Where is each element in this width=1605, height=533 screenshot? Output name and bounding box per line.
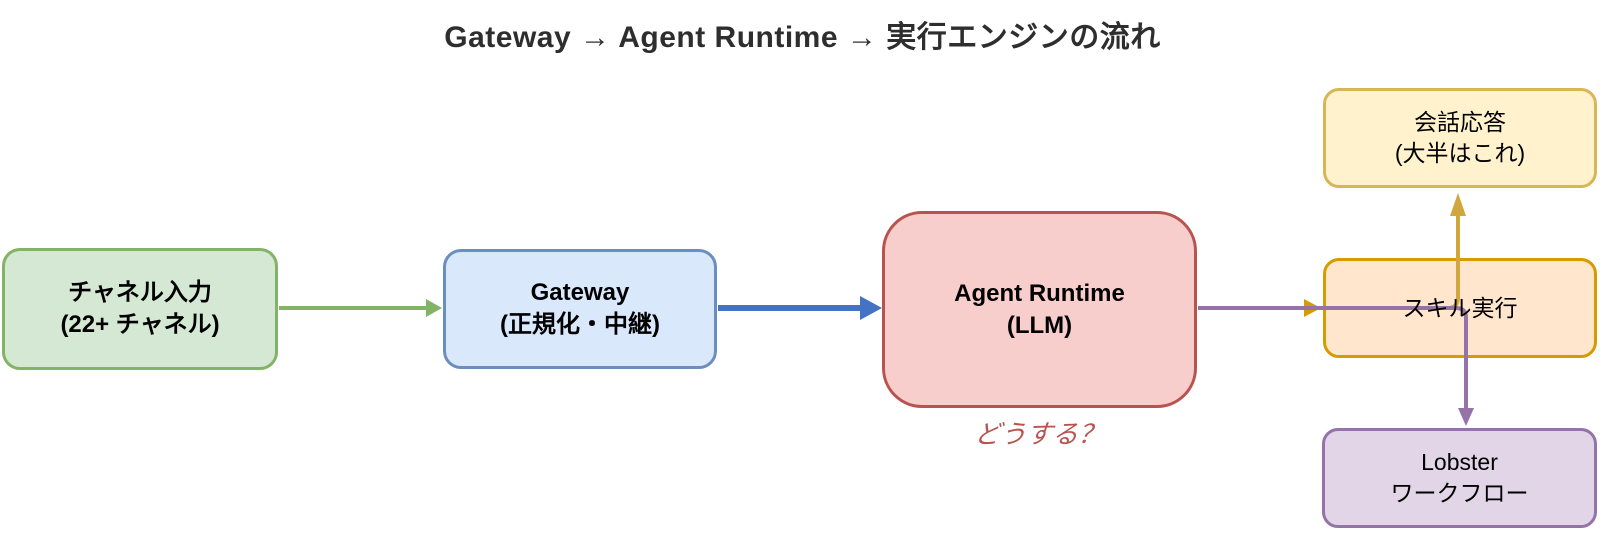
node-agent-runtime-label-line1: Agent Runtime bbox=[954, 279, 1125, 307]
edge-to-conversation-reply[interactable] bbox=[1390, 193, 1466, 310]
node-conversation-reply-label-line1: 会話応答 bbox=[1413, 109, 1506, 135]
node-gateway-label-line2: (正規化・中継) bbox=[500, 311, 660, 338]
edge-runtime-to-lobster-arrowhead-icon bbox=[1458, 408, 1474, 426]
edge-gateway-to-runtime[interactable] bbox=[718, 296, 882, 320]
node-gateway[interactable]: Gateway (正規化・中継) bbox=[443, 249, 717, 369]
edge-gateway-to-runtime-arrowhead-icon bbox=[860, 296, 882, 320]
node-conversation-reply-label-line2: (大半はこれ) bbox=[1394, 140, 1526, 166]
node-channel-input[interactable]: チャネル入力 (22+ チャネル) bbox=[2, 248, 278, 370]
node-agent-runtime-label-line2: (LLM) bbox=[1006, 311, 1073, 339]
node-skill-execution-label-line1: スキル実行 bbox=[1402, 294, 1518, 321]
node-channel-input-label-line1: チャネル入力 bbox=[68, 279, 212, 306]
annotation-dousuru: どうする？ bbox=[972, 419, 1106, 449]
node-channel-input-label-line2: (22+ チャネル) bbox=[60, 311, 220, 338]
edge-channel-to-gateway-arrowhead-icon bbox=[426, 299, 442, 317]
edge-runtime-to-lobster[interactable] bbox=[1198, 306, 1474, 426]
diagram-title: Gateway → Agent Runtime → 実行エンジンの流れ bbox=[444, 21, 1161, 54]
node-lobster-workflow-label-line2: ワークフロー bbox=[1390, 480, 1529, 506]
node-conversation-reply[interactable]: 会話応答 (大半はこれ) bbox=[1323, 88, 1597, 188]
node-gateway-label-line1: Gateway bbox=[530, 279, 630, 306]
node-agent-runtime[interactable]: Agent Runtime (LLM) bbox=[882, 211, 1197, 408]
node-lobster-workflow[interactable]: Lobster ワークフロー bbox=[1322, 428, 1597, 528]
edge-to-conversation-reply-arrowhead-icon bbox=[1450, 193, 1466, 216]
node-lobster-workflow-label-line1: Lobster bbox=[1421, 449, 1498, 475]
edge-channel-to-gateway[interactable] bbox=[279, 299, 442, 317]
edge-runtime-to-lobster-line bbox=[1198, 306, 1468, 409]
